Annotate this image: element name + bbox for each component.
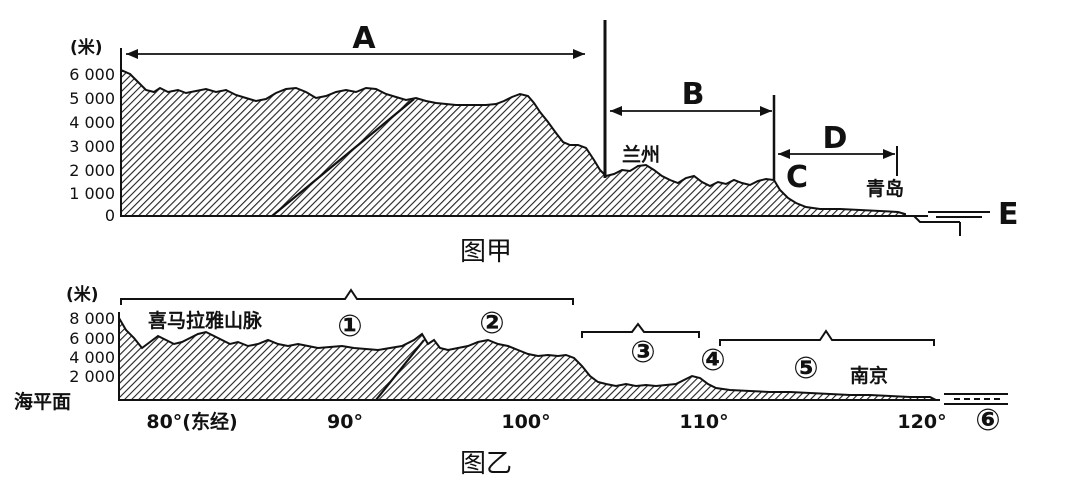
figure-b-marker-2: ② (479, 306, 504, 341)
figure-a-y-tick: 6 000 (69, 65, 115, 84)
figure-a-y-tick: 3 000 (69, 137, 115, 156)
figure-b-brace-5 (720, 331, 934, 346)
figure-a-arrowhead (610, 106, 622, 116)
figure-b-y-tick: 2 000 (69, 367, 115, 386)
figure-a-unit: (米) (70, 37, 103, 58)
figure-b-y-ticks: 8 000 6 000 4 000 2 000 (69, 309, 115, 386)
figure-a-arrowhead (573, 49, 585, 59)
figure-a-qingdao: 青岛 (866, 177, 904, 200)
figure-b-marker-5: ⑤ (793, 351, 818, 386)
figure-a-caption: 图甲 (460, 237, 512, 267)
figure-a-label-b: B (682, 77, 705, 112)
figure-a-arrowhead (778, 149, 790, 159)
figure-a-y-tick: 0 (105, 206, 115, 225)
figure-b-y-tick: 8 000 (69, 309, 115, 328)
figure-b-x-tick: 100° (501, 411, 550, 433)
figure-a-label-e: E (998, 197, 1019, 232)
figure-a-label-a: A (352, 21, 376, 56)
figure-a-y-tick: 4 000 (69, 113, 115, 132)
figure-b-sea-level: 海平面 (14, 390, 71, 413)
figure-a: (米) 6 000 5 000 4 000 3 000 2 000 1 000 … (69, 20, 1018, 267)
figure-b-unit: (米) (66, 284, 99, 305)
figure-a-y-tick: 2 000 (69, 161, 115, 180)
figure-b-caption: 图乙 (460, 449, 512, 479)
figure-b-x-tick: 90° (327, 411, 363, 433)
figure-a-label-d: D (823, 121, 848, 156)
figure-a-y-tick: 5 000 (69, 89, 115, 108)
figure-a-label-c: C (786, 160, 808, 195)
figure-b-brace-1 (121, 290, 573, 305)
figure-b-x-tick: 80°(东经) (146, 410, 237, 433)
figure-b-himalaya: 喜马拉雅山脉 (148, 309, 263, 332)
figure-b-y-tick: 6 000 (69, 329, 115, 348)
figure-b-marker-1: ① (337, 309, 362, 344)
figure-b-x-tick: 110° (679, 411, 728, 433)
figure-b-x-tick: 120° (897, 411, 946, 433)
figure-a-y-tick: 1 000 (69, 184, 115, 203)
figure-b-x-ticks: 80°(东经) 90° 100° 110° 120° (146, 410, 946, 433)
figure-b-marker-3: ③ (630, 335, 655, 370)
figure-b-nanjing: 南京 (850, 364, 888, 387)
figure-b-marker-6: ⑥ (975, 403, 1000, 438)
figure-b: (米) 8 000 6 000 4 000 2 000 海平面 喜马拉雅山脉 ①… (14, 284, 1008, 479)
figure-a-arrowhead (126, 49, 138, 59)
figure-a-arrowhead (883, 149, 895, 159)
figure-a-lanzhou: 兰州 (622, 143, 660, 166)
figure-b-y-tick: 4 000 (69, 348, 115, 367)
figure-a-y-ticks: 6 000 5 000 4 000 3 000 2 000 1 000 0 (69, 65, 115, 225)
figure-b-marker-4: ④ (700, 343, 725, 378)
figure-a-arrowhead (760, 106, 772, 116)
